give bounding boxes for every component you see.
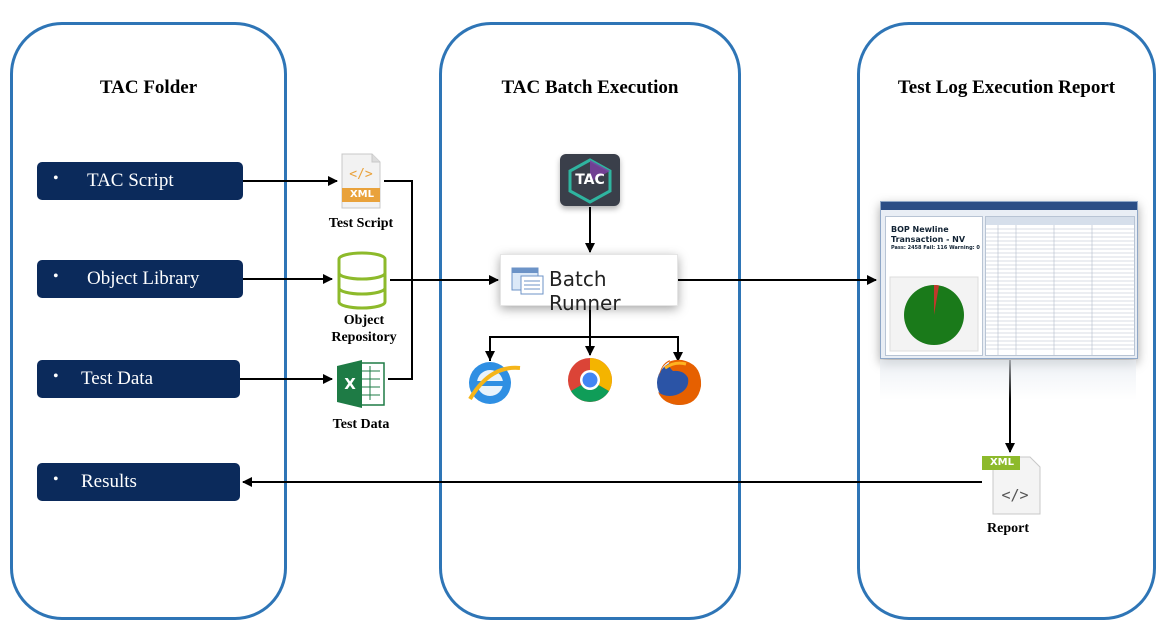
batch-runner-label: Batch Runner <box>549 267 621 315</box>
svg-text:</>: </> <box>349 167 373 182</box>
panel-title-tac-folder: TAC Folder <box>99 77 198 98</box>
report-table-pane <box>985 216 1135 356</box>
label-report: Report <box>987 521 1029 536</box>
report-xml-icon: </> <box>982 456 1041 515</box>
label-test-data: Test Data <box>332 417 390 432</box>
report-screenshot: BOP Newline Transaction - NV Pass: 2458 … <box>880 201 1138 359</box>
report-titlebar <box>881 202 1137 210</box>
database-icon <box>337 251 387 310</box>
tac-logo: TAC <box>560 154 620 206</box>
tac-hexagon-icon <box>568 158 612 204</box>
bullet: • <box>53 368 59 385</box>
xml-badge-text: XML <box>349 189 375 200</box>
nav-item-label: Results <box>81 471 137 492</box>
internet-explorer-icon <box>468 362 521 404</box>
xml-file-icon: </> <box>341 153 381 209</box>
bullet: • <box>53 471 59 488</box>
firefox-icon <box>657 359 702 405</box>
panel-tac-folder: TAC Folder <box>10 22 287 620</box>
excel-icon <box>337 360 385 408</box>
report-title-line1: BOP Newline <box>891 225 949 234</box>
label-object-repository-line2: Repository <box>331 330 397 345</box>
panel-title-batch-execution: TAC Batch Execution <box>501 77 679 98</box>
nav-item-label: Test Data <box>81 368 154 389</box>
label-test-script: Test Script <box>328 216 394 231</box>
panel-title-test-log-report: Test Log Execution Report <box>897 77 1116 98</box>
nav-item-tac-script: • TAC Script <box>37 162 243 200</box>
tac-logo-text: TAC <box>575 172 605 188</box>
report-summary-pane: BOP Newline Transaction - NV Pass: 2458 … <box>885 216 983 356</box>
nav-item-results: • Results <box>37 463 240 501</box>
nav-item-label: Object Library <box>87 268 200 289</box>
nav-item-test-data: • Test Data <box>37 360 240 398</box>
batch-runner-icon <box>511 267 544 295</box>
report-screenshot-reflection <box>880 360 1136 400</box>
label-object-repository-line1: Object <box>343 313 385 328</box>
report-xml-badge-text: XML <box>989 457 1015 468</box>
batch-runner-box: Batch Runner <box>500 254 678 315</box>
report-pie-chart <box>889 276 979 352</box>
nav-item-object-library: • Object Library <box>37 260 243 298</box>
svg-text:</>: </> <box>1001 486 1028 504</box>
report-stats: Pass: 2458 Fail: 116 Warning: 0 <box>891 245 980 251</box>
report-title-line2: Transaction - NV <box>891 235 966 244</box>
report-table-lines <box>986 217 1134 355</box>
bullet: • <box>53 170 59 187</box>
nav-item-label: TAC Script <box>87 170 174 191</box>
panel-tac-batch-execution: TAC Batch Execution <box>439 22 741 620</box>
excel-badge-text: X <box>344 375 356 393</box>
bullet: • <box>53 268 59 285</box>
chrome-icon <box>568 358 612 402</box>
runner-browser-splitter <box>489 336 683 362</box>
